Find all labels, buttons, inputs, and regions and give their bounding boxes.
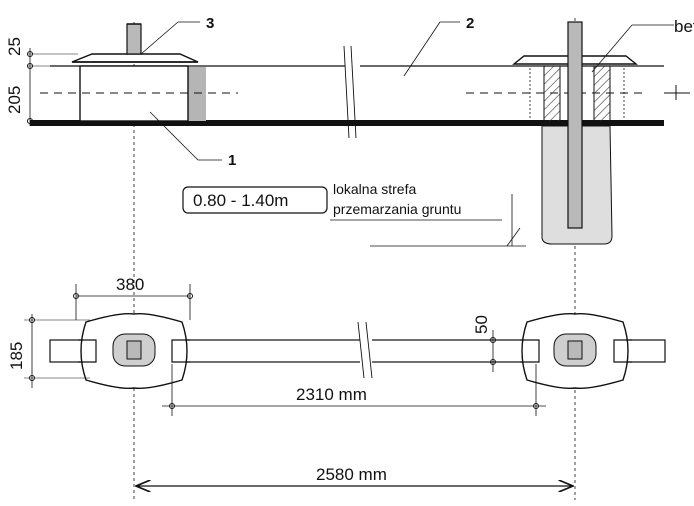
plan-view: 380 185 50 2310 mm 2580 mm bbox=[7, 275, 666, 486]
break-mark bbox=[350, 45, 357, 139]
frost-depth: 0.80 - 1.40m bbox=[193, 191, 288, 210]
plan-post-right bbox=[567, 340, 583, 360]
ground-line bbox=[30, 120, 664, 126]
left-post bbox=[126, 23, 142, 55]
callout-2: 2 bbox=[466, 15, 474, 32]
callout-concrete: beton bbox=[674, 17, 694, 36]
dim-2580: 2580 mm bbox=[316, 465, 387, 484]
dim-380: 380 bbox=[116, 275, 144, 294]
left-cap bbox=[71, 53, 199, 63]
elevation-view: 25 205 3 2 beton 1 0.80 - 1.40m lokalna … bbox=[5, 15, 694, 500]
dim-205: 205 bbox=[5, 86, 24, 114]
dim-25: 25 bbox=[5, 37, 24, 56]
dim-185: 185 bbox=[7, 342, 26, 370]
plan-rail-middle bbox=[171, 339, 535, 363]
right-socket-right bbox=[593, 65, 611, 123]
callout-1: 1 bbox=[228, 152, 236, 169]
dim-50: 50 bbox=[472, 315, 491, 334]
frost-label-1: lokalna strefa bbox=[333, 181, 416, 197]
callout-3: 3 bbox=[206, 15, 214, 32]
plan-post-left bbox=[126, 340, 142, 360]
right-post bbox=[567, 21, 583, 229]
right-socket-left bbox=[543, 65, 561, 123]
frost-depth-box bbox=[182, 186, 328, 214]
dim-2310: 2310 mm bbox=[296, 385, 367, 404]
frost-label-2: przemarzania gruntu bbox=[333, 201, 461, 217]
left-block-shadow bbox=[188, 67, 206, 121]
break-mark bbox=[343, 45, 350, 139]
